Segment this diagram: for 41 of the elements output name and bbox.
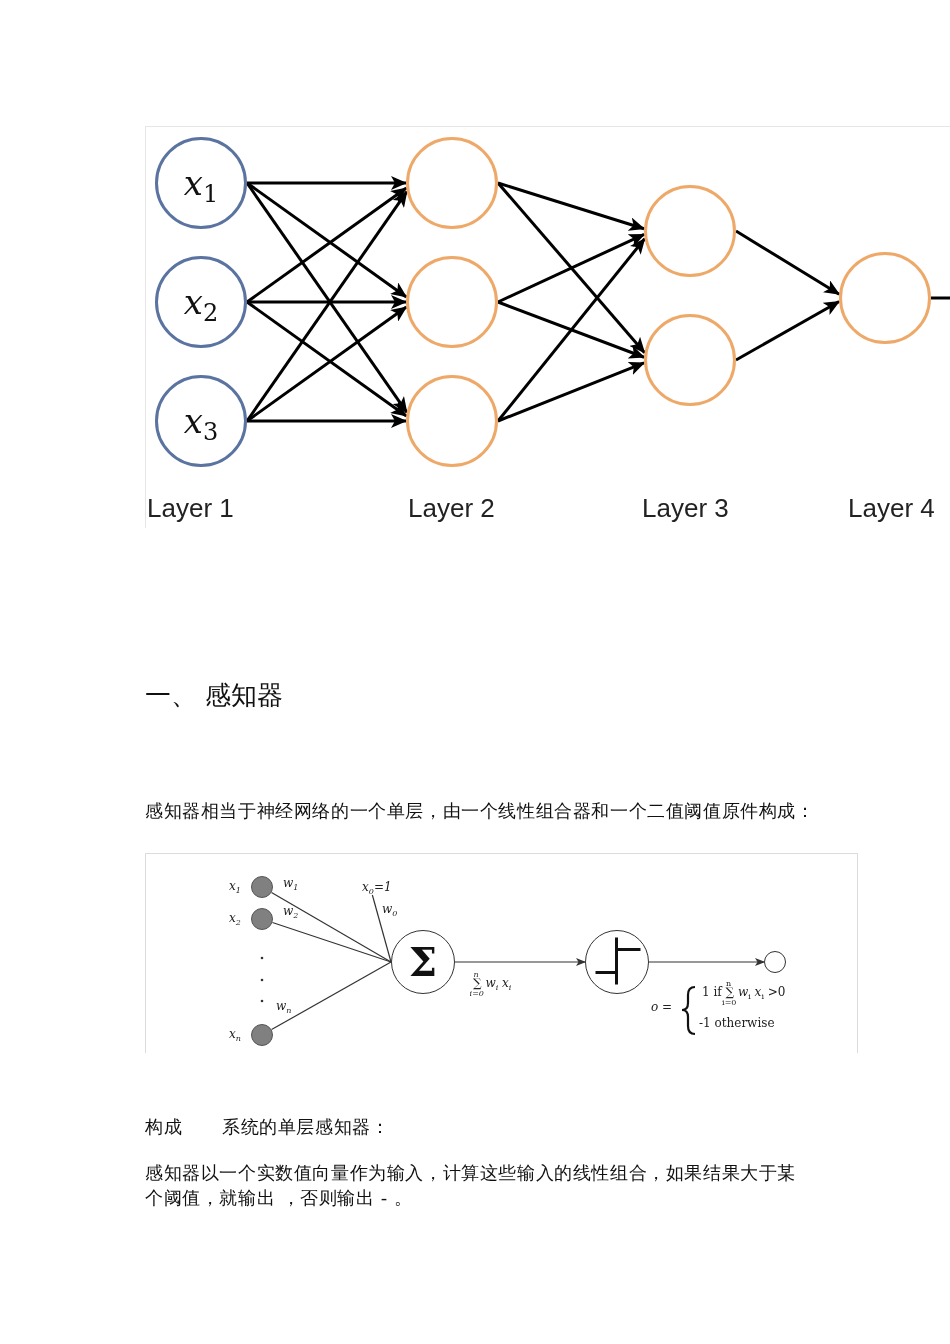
connector-line <box>371 894 392 963</box>
variable-label: x$_{3}$ <box>183 401 219 441</box>
arrow <box>247 176 407 190</box>
arrow <box>735 300 840 362</box>
layer-label: Layer 2 <box>408 493 495 523</box>
paragraph: 感知器以一个实数值向量作为输入，计算这些输入的线性组合，如果结果大于某个阈值，就输出 ，否则输出 - 。 <box>145 1161 797 1210</box>
arrow <box>247 414 407 428</box>
connector-line <box>270 961 392 1031</box>
layer-label: Layer 4 <box>848 493 935 523</box>
arrow <box>247 295 407 309</box>
connector-line <box>931 296 950 300</box>
arrow <box>496 237 646 422</box>
arrow <box>454 958 586 966</box>
section-heading: 一、 感知器 <box>145 679 284 712</box>
body-text: 构成 <box>145 1115 183 1139</box>
input-label: x$_{2}$ <box>229 911 241 926</box>
weight-label: w$_{2}$ <box>283 904 299 919</box>
layer-label: Layer 1 <box>147 493 234 523</box>
arrow <box>648 958 765 966</box>
input-label: x$_{1}$ <box>229 879 241 894</box>
layer-label: Layer 3 <box>642 493 729 523</box>
connector-line <box>271 921 392 963</box>
weight-label: w$_{0}$ <box>382 902 398 917</box>
arrow <box>497 361 645 423</box>
arrow <box>497 181 645 231</box>
connector-line <box>270 891 392 963</box>
summation-symbol: Σ <box>408 940 438 984</box>
body-text: 系统的单层感知器： <box>222 1115 390 1139</box>
arrow <box>735 229 840 296</box>
variable-label: x$_{1}$ <box>183 163 219 203</box>
formula-label: -1 otherwise <box>699 1016 775 1031</box>
weight-label: w$_{n}$ <box>276 999 292 1014</box>
bias-input-label: x$_{0}$=1 <box>362 880 392 895</box>
input-label: x$_{n}$ <box>229 1027 241 1042</box>
variable-label: x$_{2}$ <box>183 282 219 322</box>
arrow <box>496 182 646 354</box>
weight-label: w$_{1}$ <box>283 876 299 891</box>
formula-label: o = <box>651 1000 673 1015</box>
arrow <box>497 232 646 304</box>
arrow <box>497 300 645 359</box>
paragraph: 感知器相当于神经网络的一个单层，由一个线性组合器和一个二值阈值原件构成： <box>145 799 815 823</box>
